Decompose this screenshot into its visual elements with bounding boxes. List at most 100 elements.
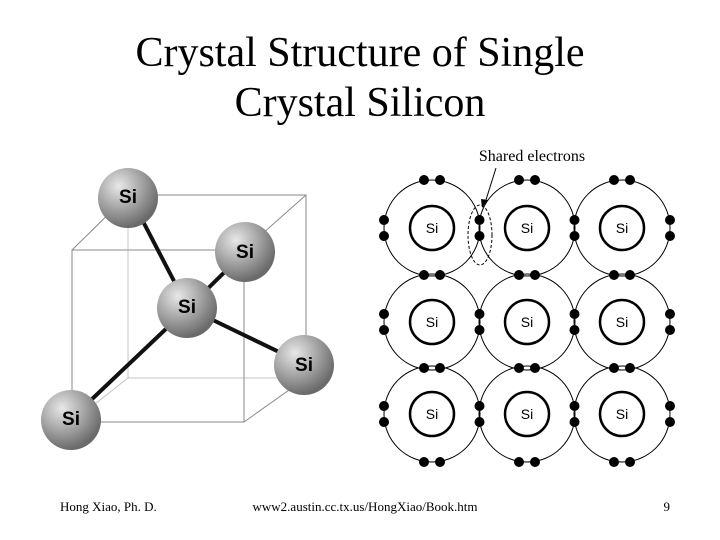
atom-core (408, 390, 456, 438)
atom-core (598, 204, 646, 252)
orbit-ring (573, 273, 671, 371)
electron (665, 215, 675, 225)
atom-label: Si (119, 187, 137, 208)
electron (474, 309, 485, 319)
atom-label: Si (178, 297, 196, 318)
atom-label: Si (426, 406, 438, 422)
atoms-3d: Si Si Si Si Si (41, 168, 334, 450)
electron (379, 231, 389, 241)
atom-face-right: Si (274, 335, 334, 395)
orbit-ring (478, 273, 576, 371)
electron (665, 309, 675, 319)
footer-author: Hong Xiao, Ph. D. (60, 499, 157, 514)
electron (530, 457, 540, 467)
atom-label: Si (616, 220, 628, 236)
electron (569, 309, 580, 319)
electron (609, 270, 619, 280)
electron (379, 325, 389, 335)
electron (379, 417, 389, 427)
atom-label: Si (521, 406, 533, 422)
shared-electrons-label: Shared electrons (479, 148, 585, 165)
callout-arrow (484, 167, 497, 204)
electron (569, 215, 580, 225)
electron (419, 175, 429, 185)
electron (419, 270, 429, 280)
atom-center: Si (157, 278, 217, 338)
title-line-2: Crystal Silicon (234, 80, 486, 126)
electron (435, 270, 445, 280)
electron (625, 363, 635, 373)
electron (625, 270, 635, 280)
footer-url: www2.austin.cc.tx.us/HongXiao/Book.htm (252, 499, 478, 514)
atom-corner-bottom: Si (41, 390, 101, 450)
electron (379, 215, 389, 225)
electron (569, 325, 580, 335)
callout-arrowhead (481, 199, 488, 208)
electron (609, 363, 619, 373)
electron (665, 417, 675, 427)
electron (474, 215, 485, 225)
electron (379, 309, 389, 319)
electron (474, 325, 485, 335)
electron (514, 457, 524, 467)
atom-label: Si (426, 220, 438, 236)
electron (625, 175, 635, 185)
electron (474, 417, 485, 427)
electron (609, 175, 619, 185)
atom-core (503, 298, 551, 346)
atom-core (503, 204, 551, 252)
electron (530, 363, 540, 373)
shared-electrons-callout: Shared electrons (467, 148, 585, 266)
orbit-ring (383, 179, 481, 277)
electron (569, 231, 580, 241)
electron (514, 363, 524, 373)
atom-core (598, 298, 646, 346)
electron (435, 175, 445, 185)
atom-label: Si (295, 355, 313, 376)
atom-core (408, 298, 456, 346)
atom-label: Si (616, 314, 628, 330)
electron (530, 175, 540, 185)
orbit-ring (478, 179, 576, 277)
electron (514, 175, 524, 185)
atom-core (598, 390, 646, 438)
atom-core (503, 390, 551, 438)
orbit-ring (573, 179, 671, 277)
electron (474, 231, 485, 241)
electron (514, 270, 524, 280)
slide-title: Crystal Structure of Single Crystal Sili… (0, 28, 720, 128)
title-line-1: Crystal Structure of Single (135, 30, 585, 76)
atom-label: Si (236, 242, 254, 263)
atom-label: Si (521, 220, 533, 236)
electron (435, 363, 445, 373)
electron (419, 457, 429, 467)
atom-label: Si (426, 314, 438, 330)
orbit-ring (478, 365, 576, 463)
electron (569, 417, 580, 427)
electron (665, 325, 675, 335)
orbit-ring (383, 365, 481, 463)
shared-electrons-ellipse (467, 204, 493, 266)
atom-label: Si (62, 409, 80, 430)
atom-face-top: Si (215, 222, 275, 282)
electron (609, 457, 619, 467)
electron (665, 401, 675, 411)
orbit-ring (573, 365, 671, 463)
unit-cell-diagram: Si Si Si Si Si (41, 168, 334, 450)
atom-label: Si (616, 406, 628, 422)
electron (569, 401, 580, 411)
electron (625, 457, 635, 467)
orbit-ring (383, 273, 481, 371)
atom-core (408, 204, 456, 252)
electron (665, 231, 675, 241)
electron (379, 401, 389, 411)
electron (435, 457, 445, 467)
electron (530, 270, 540, 280)
atom-corner-top: Si (98, 168, 158, 228)
atom-label: Si (521, 314, 533, 330)
page-number: 9 (663, 499, 671, 514)
electron (474, 401, 485, 411)
electron (419, 363, 429, 373)
